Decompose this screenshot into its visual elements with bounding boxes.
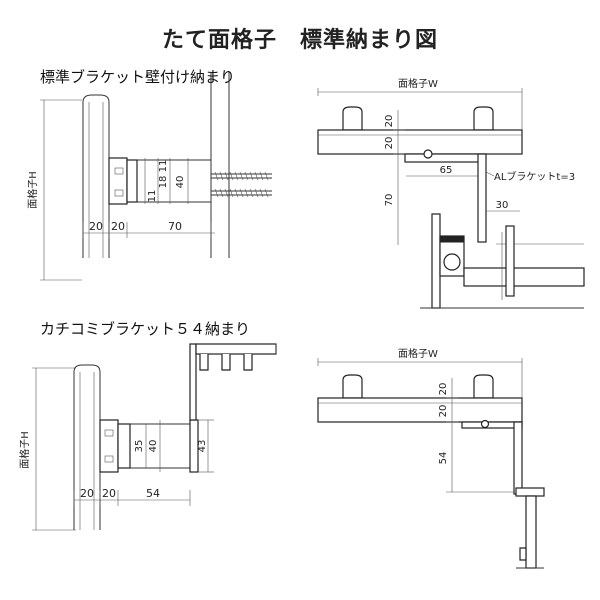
screw-icon: [211, 188, 272, 198]
section-title-clip-in: カチコミブラケット５４納まり: [40, 320, 251, 338]
dim-40: 40: [175, 176, 186, 189]
dim-20: 20: [438, 383, 449, 396]
dim-35: 35: [134, 440, 145, 453]
dim-40: 40: [148, 440, 159, 453]
dim-30: 30: [496, 200, 509, 211]
dim-70: 70: [384, 194, 395, 207]
height-label: 面格子H: [18, 431, 31, 469]
dim-20: 20: [384, 115, 395, 128]
dim-20: 20: [438, 405, 449, 418]
dim-20: 20: [111, 220, 125, 233]
dim-65: 65: [440, 165, 453, 176]
dim-20: 20: [89, 220, 103, 233]
diagram-title: たて面格子 標準納まり図: [161, 28, 438, 53]
clip-in-detail: 面格子H 35 40 43 20 20 54: [18, 343, 277, 531]
width-label: 面格子W: [398, 77, 438, 90]
al-bracket-section: 面格子W 20 20 70 65 ALブラケットt=3 30: [317, 77, 585, 309]
screw-icon: [211, 171, 272, 181]
al-bracket-label: ALブラケットt=3: [494, 170, 575, 183]
dim-43: 43: [197, 440, 208, 453]
dim-11: 11: [158, 160, 169, 173]
dim-18: 18: [158, 176, 169, 189]
dim-20: 20: [384, 137, 395, 150]
wall-mount-detail: 面格子H 20 20 70 11 18 11 40: [26, 72, 272, 281]
dim-11: 11: [147, 190, 158, 203]
dim-20: 20: [102, 487, 116, 500]
clip-in-section: 面格子W 20 20 54: [317, 347, 545, 569]
dim-20: 20: [80, 487, 94, 500]
dim-54: 54: [146, 487, 160, 500]
dim-54: 54: [438, 452, 449, 465]
section-title-wall-mount: 標準ブラケット壁付け納まり: [40, 68, 236, 86]
width-label: 面格子W: [398, 347, 438, 360]
dim-70: 70: [168, 220, 182, 233]
height-label: 面格子H: [26, 171, 39, 209]
